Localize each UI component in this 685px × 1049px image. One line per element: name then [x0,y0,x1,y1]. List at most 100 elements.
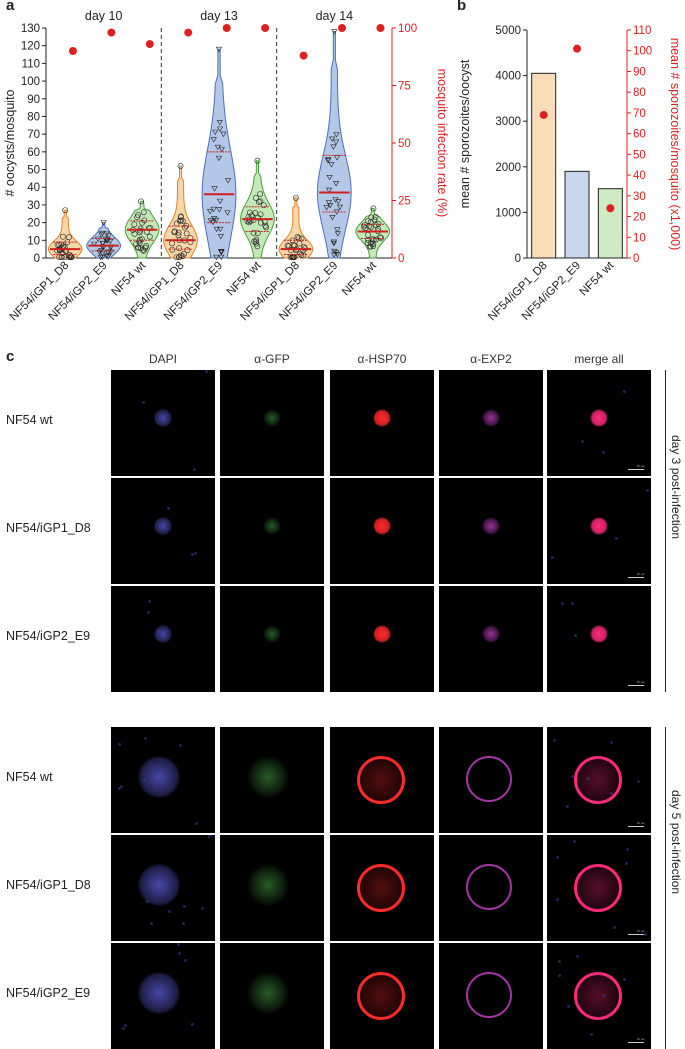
micrograph-tile [330,727,434,833]
background-speck [558,974,561,977]
data-point [173,254,180,261]
cell-signal [263,625,281,643]
infection-rate-dot [222,24,231,32]
y-tick-label: 120 [21,41,40,53]
background-speck [158,996,161,999]
background-speck [613,926,616,929]
y-tick-label: 10 [27,235,40,247]
y-tick-label: 70 [27,129,40,141]
background-speck [556,898,559,901]
data-point [54,247,60,254]
sporozoite-dot [573,44,581,53]
data-point [99,240,107,247]
y-tick-label: 130 [21,23,40,35]
micrograph-tile [439,727,543,833]
cell-signal [247,972,289,1014]
micrograph-tile [330,478,434,584]
background-speck [124,1024,127,1027]
data-point [220,131,227,138]
column-label: α-GFP [254,352,290,366]
y2-tick-label: 50 [398,138,411,150]
background-speck [142,401,145,404]
y2-tick-label: 90 [633,66,646,78]
infection-rate-dot [184,28,193,37]
micrograph-tile [330,586,434,692]
micrograph-tile [439,943,543,1049]
column-label: α-HSP70 [357,352,407,366]
background-speck [147,611,150,614]
data-point [296,240,303,247]
data-point [212,129,219,135]
background-speck [194,552,197,555]
cell-signal [357,864,405,912]
infection-rate-dot [107,28,116,37]
cell-signal [466,864,512,910]
background-speck [182,922,185,925]
data-point [177,163,184,169]
data-point [361,222,368,228]
infection-rate-dot [299,51,308,60]
micrograph-tile [220,478,324,584]
group-bracket [665,370,666,692]
data-point [334,227,341,233]
cell-signal [154,625,172,643]
background-speck [571,602,574,605]
infection-rate-dot [376,24,385,32]
cell-signal [574,972,622,1020]
background-speck [168,910,171,913]
data-point [294,234,301,240]
data-point [133,241,140,247]
micrograph-tile [220,370,324,476]
row-label: NF54/iGP1_D8 [6,521,91,535]
y2-tick-label: 40 [633,170,646,182]
background-speck [561,602,564,605]
background-speck [625,862,628,865]
y-tick-label: 90 [27,94,40,106]
data-point [143,243,150,249]
data-point [137,225,144,232]
data-point [326,174,333,181]
background-speck [556,856,559,859]
data-point [134,214,141,221]
column-label: α-EXP2 [470,352,512,366]
data-point [289,237,296,244]
data-point [215,155,223,162]
data-point [97,254,104,261]
panel-c-label: c [6,348,15,365]
y2-tick-label: 70 [633,108,646,120]
data-point [332,181,340,187]
background-speck [615,537,618,540]
data-point [98,232,105,238]
row-label: NF54/iGP2_E9 [6,629,91,643]
cell-signal [154,409,172,427]
sporozoite-dot [606,204,615,213]
micrograph-tile [111,835,215,941]
micrograph-tile: 10 µm [547,943,651,1049]
data-point [323,205,330,211]
chart-b: 0100020003000400050000102030405060708090… [458,25,682,323]
data-point [94,236,102,242]
background-speck [626,848,629,851]
cell-signal [154,517,172,535]
data-point [325,187,333,194]
cell-signal [482,517,500,535]
data-point [105,233,112,239]
scale-bar [628,1042,644,1043]
infection-rate-dot [145,40,154,49]
cell-signal [590,409,608,427]
data-point [61,254,68,261]
bar [597,188,623,259]
row-label: NF54/iGP2_E9 [6,986,91,1000]
background-speck [183,905,186,908]
y-tick-label: 4000 [495,71,521,83]
cell-signal [263,409,281,427]
data-point [212,217,220,224]
data-point [146,233,153,240]
data-point [250,229,257,236]
micrograph-tile [111,586,215,692]
y2-tick-label: 75 [398,81,411,93]
data-point [257,211,264,218]
data-point [176,245,182,252]
data-point [332,197,339,203]
data-point [60,233,66,240]
